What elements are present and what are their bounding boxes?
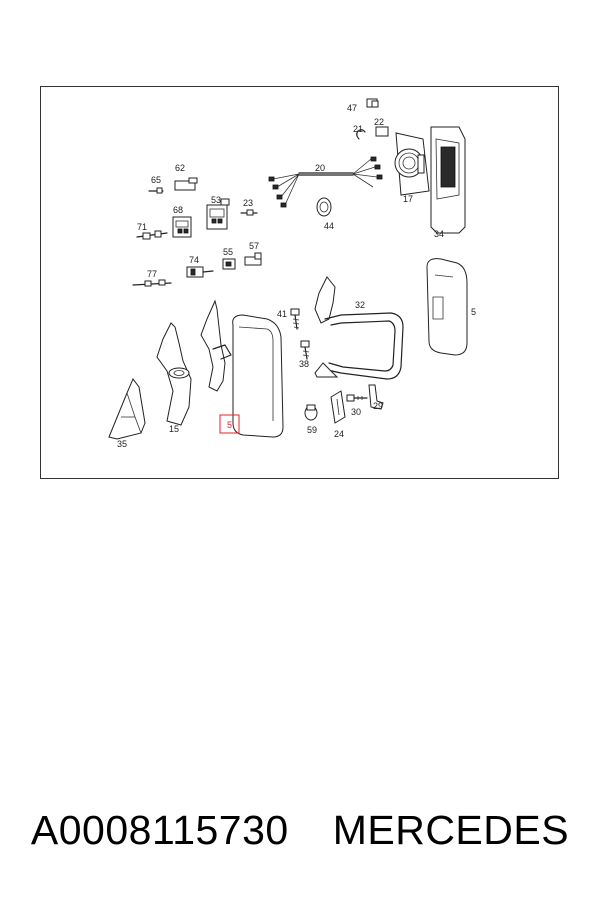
label-74: 74 — [189, 255, 199, 265]
part-35-base-cover — [108, 378, 146, 440]
part-17-mirror-motor — [394, 132, 430, 196]
part-5-mirror-housing — [232, 314, 284, 438]
part-47-connector — [366, 98, 379, 108]
label-22: 22 — [374, 117, 384, 127]
label-62: 62 — [175, 163, 185, 173]
label-20: 20 — [315, 163, 325, 173]
part-15-mirror-arm — [156, 322, 192, 426]
part-34-mirror-glass — [430, 126, 466, 234]
label-44: 44 — [324, 221, 334, 231]
label-5-highlight: 5 — [227, 420, 232, 430]
product-caption: A0008115730 MERCEDES — [0, 800, 600, 860]
parts-diagram: 47 21 22 20 — [108, 98, 476, 449]
part-41-screw — [290, 308, 300, 330]
part-mirror-arm-upper — [200, 299, 232, 392]
part-59-cap — [304, 404, 318, 421]
label-41: 41 — [277, 309, 287, 319]
label-47: 47 — [347, 103, 357, 113]
part-29-bracket — [368, 384, 384, 410]
label-65: 65 — [151, 175, 161, 185]
label-30: 30 — [351, 407, 361, 417]
part-53-switch-block — [206, 198, 230, 230]
part-20-wiring-harness — [268, 156, 383, 208]
label-23: 23 — [243, 198, 253, 208]
part-71-terminal — [136, 230, 168, 240]
label-77: 77 — [147, 269, 157, 279]
part-22-block — [375, 126, 389, 137]
label-15: 15 — [169, 424, 179, 434]
part-57-connector — [244, 252, 262, 266]
part-38-screw — [300, 340, 310, 360]
highlight-part-5 — [219, 414, 240, 434]
label-38: 38 — [299, 359, 309, 369]
label-29: 29 — [373, 401, 383, 411]
part-62-plug — [174, 177, 198, 191]
label-5-right: 5 — [471, 307, 476, 317]
label-53: 53 — [211, 195, 221, 205]
label-24: 24 — [334, 429, 344, 439]
label-71: 71 — [137, 222, 147, 232]
part-74-plug — [186, 266, 214, 278]
parts-diagram-frame: 47 21 22 20 — [40, 86, 559, 479]
label-59: 59 — [307, 425, 317, 435]
part-32-mirror-bracket — [314, 276, 404, 380]
part-24-clip-plate — [330, 390, 346, 424]
part-number: A0008115730 — [30, 806, 289, 853]
label-21: 21 — [353, 124, 363, 134]
label-68: 68 — [173, 205, 183, 215]
label-35: 35 — [117, 439, 127, 449]
label-55: 55 — [223, 247, 233, 257]
part-21-clip — [356, 129, 366, 140]
label-34: 34 — [434, 229, 444, 239]
label-17: 17 — [403, 194, 413, 204]
label-57: 57 — [249, 241, 259, 251]
label-32: 32 — [355, 300, 365, 310]
part-30-screw — [346, 394, 368, 402]
part-65-pin — [148, 187, 164, 194]
part-77-terminal — [132, 279, 172, 287]
brand-name: MERCEDES — [332, 806, 570, 853]
part-23-terminal — [240, 209, 258, 216]
part-5-mirror-housing-back — [426, 258, 468, 356]
part-55-connector — [222, 258, 236, 270]
part-44-grommet — [316, 197, 332, 217]
part-68-connector-housing — [172, 216, 192, 238]
